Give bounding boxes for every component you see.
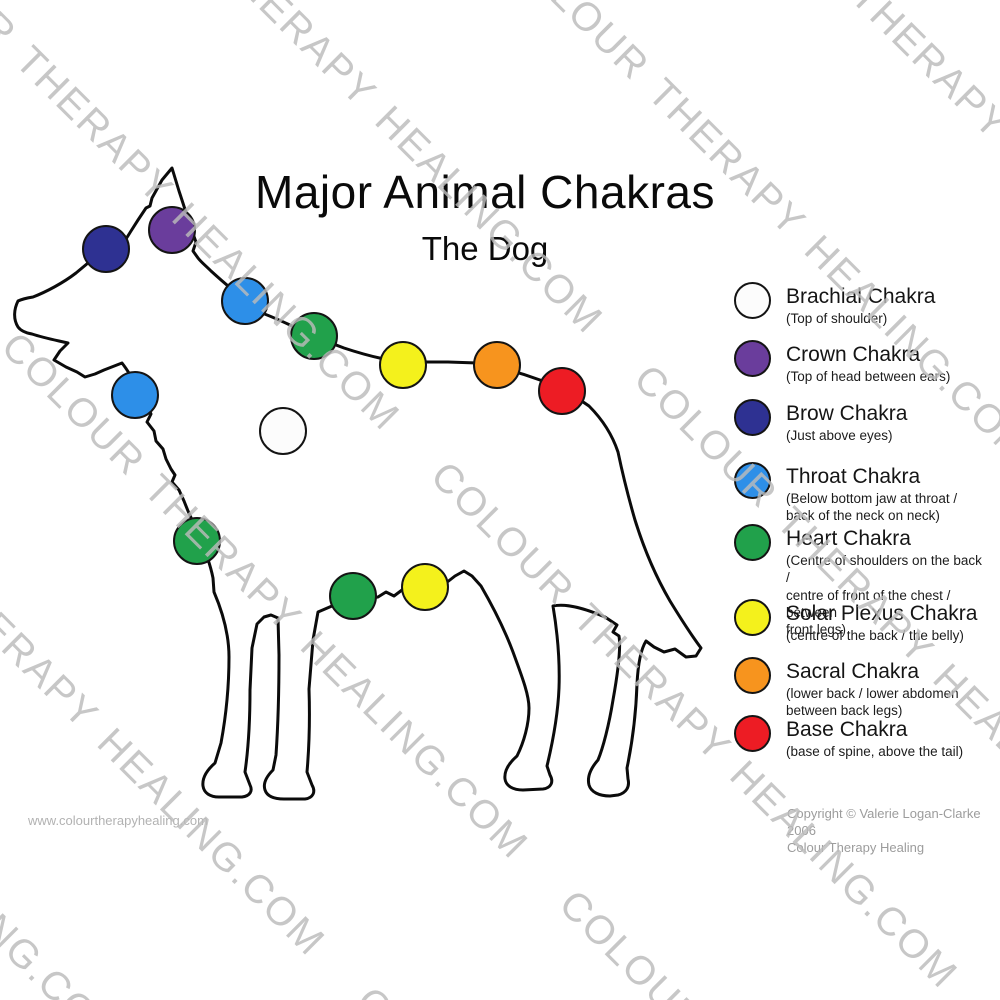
chakra-dot-heart-back xyxy=(290,312,338,360)
chakra-dot-solar-plexus-back xyxy=(379,341,427,389)
chakra-dot-brow xyxy=(82,225,130,273)
chakra-dot-brachial xyxy=(259,407,307,455)
chakra-dot-crown xyxy=(148,206,196,254)
legend-row-crown: Crown Chakra (Top of head between ears) xyxy=(734,340,986,385)
legend-desc: (Top of head between ears) xyxy=(786,369,951,385)
chakra-dot-heart-chest xyxy=(173,517,221,565)
legend-name: Solar Plexus Chakra xyxy=(786,602,978,625)
page-title: Major Animal Chakras xyxy=(255,166,715,218)
copyright-line1: Copyright © Valerie Logan-Clarke 2006 xyxy=(787,806,981,839)
legend-desc: (Top of shoulder) xyxy=(786,311,888,327)
brow-swatch xyxy=(734,399,771,436)
sacral-swatch xyxy=(734,657,771,694)
solar-plexus-swatch xyxy=(734,599,771,636)
legend-desc: (base of spine, above the tail) xyxy=(786,744,964,760)
legend-row-sacral: Sacral Chakra (lower back / lower abdome… xyxy=(734,657,986,720)
legend-row-throat: Throat Chakra (Below bottom jaw at throa… xyxy=(734,462,986,525)
legend-row-heart: Heart Chakra (Centre of shoulders on the… xyxy=(734,524,986,638)
copyright-line2: Colour Therapy Healing xyxy=(787,840,925,856)
legend-name: Crown Chakra xyxy=(786,343,921,366)
legend-row-brachial: Brachial Chakra (Top of shoulder) xyxy=(734,282,986,327)
legend-name: Heart Chakra xyxy=(786,527,911,550)
legend-desc: (Centre of shoulders on the back / centr… xyxy=(786,553,982,638)
legend-row-solar-plexus: Solar Plexus Chakra (centre of the back … xyxy=(734,599,986,644)
chakra-dot-throat-neck xyxy=(221,277,269,325)
copyright-note: Copyright © Valerie Logan-Clarke 2006 Co… xyxy=(787,805,1000,856)
crown-swatch xyxy=(734,340,771,377)
chakra-dot-base xyxy=(538,367,586,415)
page-subtitle: The Dog xyxy=(421,230,549,268)
base-swatch xyxy=(734,715,771,752)
chakra-dot-throat-jaw xyxy=(111,371,159,419)
legend-desc: (Below bottom jaw at throat / back of th… xyxy=(786,491,958,524)
dog-outline xyxy=(13,166,703,801)
title-block: Major Animal Chakras The Dog xyxy=(170,168,800,267)
brachial-swatch xyxy=(734,282,771,319)
legend-desc: (centre of the back / the belly) xyxy=(786,628,964,644)
chakra-dot-sacral xyxy=(473,341,521,389)
legend-desc: (Just above eyes) xyxy=(786,428,893,444)
website-url: www.colourtherapyhealing.com xyxy=(28,813,208,828)
legend-desc: (lower back / lower abdomen between back… xyxy=(786,686,959,719)
legend-name: Throat Chakra xyxy=(786,465,921,488)
legend-name: Brachial Chakra xyxy=(786,285,936,308)
chakra-dots-group xyxy=(82,206,586,620)
legend-row-base: Base Chakra (base of spine, above the ta… xyxy=(734,715,986,760)
legend-name: Sacral Chakra xyxy=(786,660,920,683)
throat-swatch xyxy=(734,462,771,499)
heart-swatch xyxy=(734,524,771,561)
legend-row-brow: Brow Chakra (Just above eyes) xyxy=(734,399,986,444)
chakra-dot-heart-front-legs xyxy=(329,572,377,620)
legend-name: Brow Chakra xyxy=(786,402,908,425)
chakra-dot-solar-plexus-belly xyxy=(401,563,449,611)
legend-name: Base Chakra xyxy=(786,718,908,741)
